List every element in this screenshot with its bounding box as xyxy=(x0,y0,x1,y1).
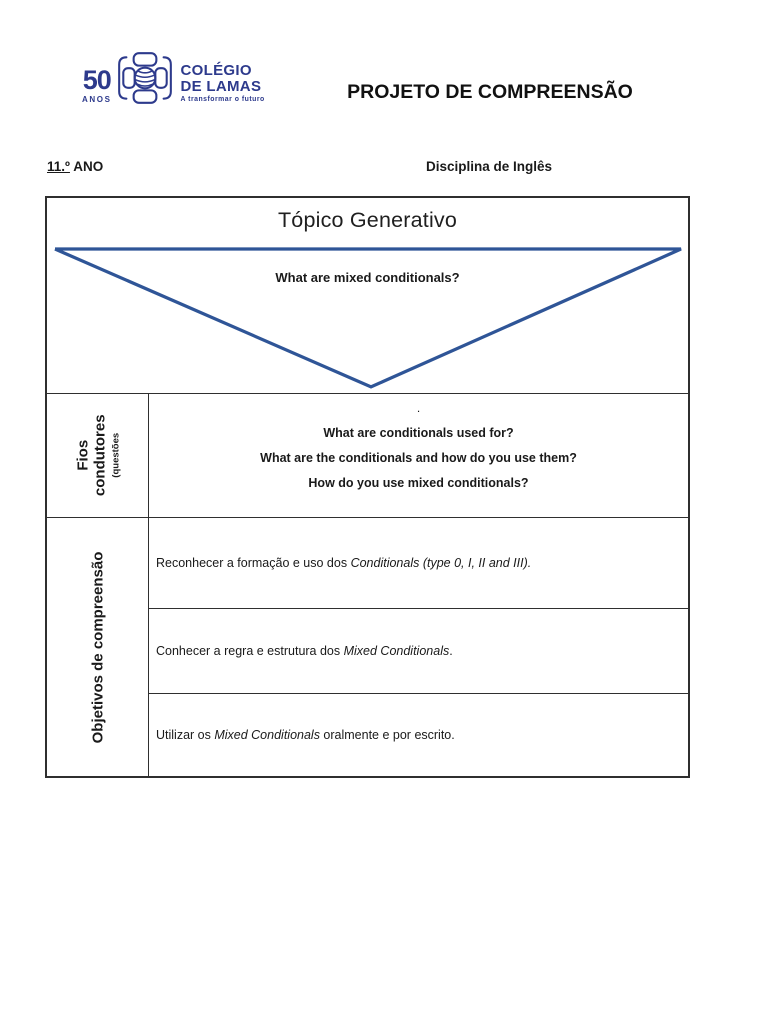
school-logo: 50 ANOS COLÉGIO DE LAMAS A transformar o… xyxy=(82,50,265,106)
objective-row-3: Utilizar os Mixed Conditionals oralmente… xyxy=(149,693,688,776)
grade-label: 11.º ANO xyxy=(47,159,103,174)
generative-topic-title: Tópico Generativo xyxy=(277,208,458,232)
logo-wordmark: COLÉGIO DE LAMAS A transformar o futuro xyxy=(180,61,265,104)
objective-3-text: Utilizar os Mixed Conditionals oralmente… xyxy=(156,728,455,742)
guiding-threads-word1: Fios xyxy=(74,440,92,471)
logo-anniversary: 50 ANOS xyxy=(82,64,112,104)
grade-suffix: ANO xyxy=(69,159,104,174)
school-name-line2: DE LAMAS xyxy=(180,77,262,95)
generative-topic-question: What are mixed conditionals? xyxy=(275,270,460,285)
logo-years-label: ANOS xyxy=(82,94,112,104)
school-tagline: A transformar o futuro xyxy=(180,96,265,104)
objective-2-text: Conhecer a regra e estrutura dos Mixed C… xyxy=(156,644,453,658)
globe-badge-icon xyxy=(114,50,176,106)
grade-number: 11.º xyxy=(47,159,70,174)
subject-label: Disciplina de Inglês xyxy=(425,159,553,174)
objective-1-text: Reconhecer a formação e uso dos Conditio… xyxy=(156,556,532,570)
logo-years-number: 50 xyxy=(82,64,112,95)
guiding-question-2: What are the conditionals and how do you… xyxy=(260,451,577,465)
guiding-threads-label-cell: Fios condutores (questões xyxy=(47,393,149,517)
comprehension-project-table: Tópico Generativo What are mixed conditi… xyxy=(45,196,690,778)
guiding-threads-label: Fios condutores (questões xyxy=(74,415,121,497)
generative-topic-cell: Tópico Generativo What are mixed conditi… xyxy=(47,198,688,393)
document-title: PROJETO DE COMPREENSÃO xyxy=(347,81,633,103)
objective-row-2: Conhecer a regra e estrutura dos Mixed C… xyxy=(149,608,688,693)
guiding-question-1: What are conditionals used for? xyxy=(323,426,514,440)
guiding-threads-word2: condutores xyxy=(91,414,109,497)
objectives-label-cell: Objetivos de compreensão xyxy=(47,517,149,776)
funnel-triangle-icon xyxy=(54,247,682,389)
guiding-threads-sublabel: (questões xyxy=(109,433,121,478)
objective-row-1: Reconhecer a formação e uso dos Conditio… xyxy=(149,517,688,608)
school-name-line1: COLÉGIO xyxy=(180,61,252,79)
guiding-question-3: How do you use mixed conditionals? xyxy=(308,476,529,490)
guiding-questions-cell: . What are conditionals used for? What a… xyxy=(149,393,688,517)
stray-period: . xyxy=(416,401,421,415)
objectives-label: Objetivos de compreensão xyxy=(89,551,107,743)
